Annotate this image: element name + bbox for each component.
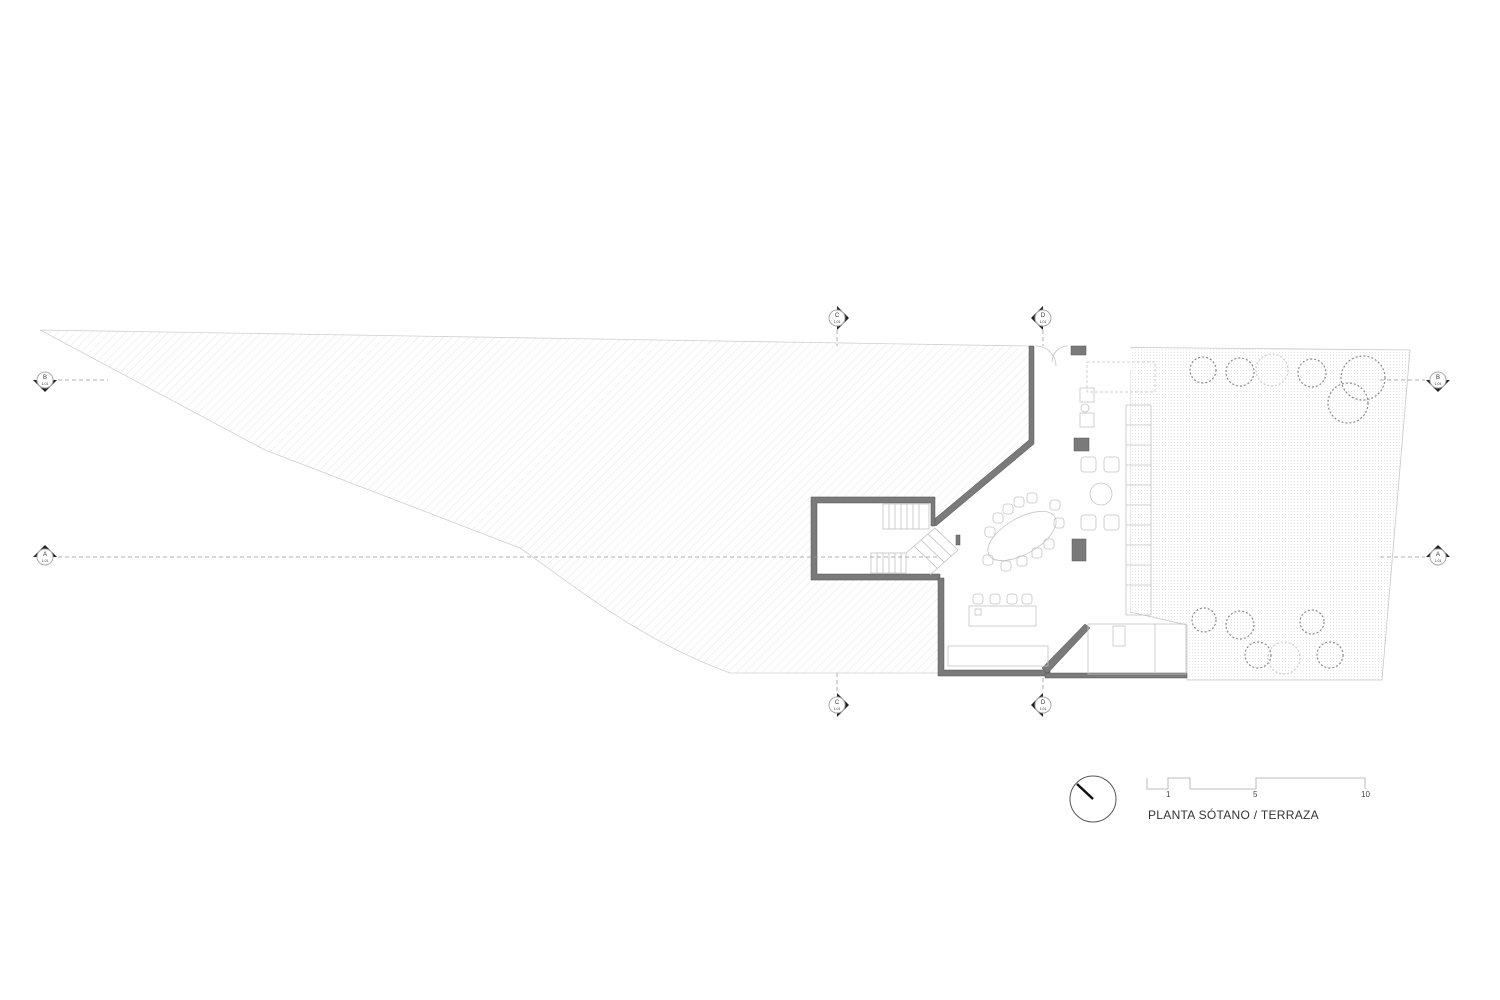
scale-bar [1146, 777, 1366, 790]
marker-sheet: 1.01 [1040, 320, 1047, 324]
marker-letter: C [835, 700, 840, 706]
section-marker-c-top[interactable]: C 1.01 [828, 306, 849, 330]
marker-sheet: 1.01 [834, 320, 841, 324]
marker-letter: D [1041, 313, 1046, 319]
trees [1189, 353, 1386, 675]
marker-letter: B [1436, 375, 1440, 381]
dining-chairs [982, 492, 1065, 572]
marker-sheet: 1.01 [1040, 707, 1047, 711]
marker-letter: D [1041, 700, 1046, 706]
furniture [947, 345, 1187, 675]
section-lines [58, 330, 1425, 692]
section-marker-d-bottom[interactable]: D 1.01 [1031, 693, 1052, 717]
marker-sheet: 1.01 [1435, 559, 1442, 563]
walls [810, 345, 1188, 679]
marker-sheet: 1.01 [42, 382, 49, 386]
section-marker-c-bottom[interactable]: C 1.01 [828, 693, 849, 717]
section-marker-a-right[interactable]: A 1.01 [1426, 545, 1450, 566]
stairs [870, 503, 959, 576]
north-arrow-icon [1069, 775, 1117, 823]
section-marker-a-left[interactable]: A 1.01 [33, 545, 57, 566]
interior-floor [935, 346, 1130, 672]
drawing-title: PLANTA SÓTANO / TERRAZA [1148, 808, 1319, 822]
marker-letter: A [1436, 552, 1440, 558]
marker-sheet: 1.01 [834, 707, 841, 711]
marker-sheet: 1.01 [1435, 382, 1442, 386]
terrace-area [1084, 346, 1411, 681]
scale-tick-5: 5 [1253, 790, 1258, 799]
marker-letter: A [43, 552, 47, 558]
marker-letter: C [835, 313, 840, 319]
scale-tick-10: 10 [1361, 790, 1370, 799]
scale-tick-1: 1 [1166, 790, 1171, 799]
section-marker-d-top[interactable]: D 1.01 [1031, 306, 1052, 330]
section-marker-b-right[interactable]: B 1.01 [1426, 371, 1450, 392]
section-marker-b-left[interactable]: B 1.01 [33, 371, 57, 392]
marker-letter: B [43, 375, 47, 381]
marker-sheet: 1.01 [42, 559, 49, 563]
